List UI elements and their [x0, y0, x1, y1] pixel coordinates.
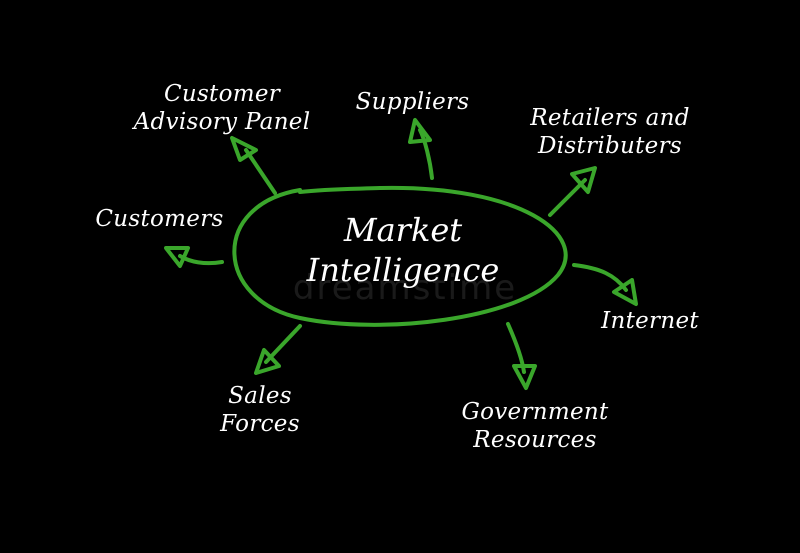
node-suppliers: Suppliers [340, 88, 485, 116]
center-ellipse [232, 185, 568, 327]
node-sales-forces-line2: Forces [220, 411, 300, 437]
arrow-customer-advisory-panel [230, 136, 277, 195]
node-customers-line1: Customers [95, 206, 224, 232]
center-title-line1: Market [343, 211, 463, 249]
node-government-resources-line2: Resources [473, 427, 597, 453]
node-internet: Internet [585, 307, 715, 335]
watermark: dreamstime [292, 268, 518, 308]
node-sales-forces-line1: Sales [228, 383, 292, 409]
node-retailers-line2: Distributers [538, 133, 682, 159]
node-government-resources: Government Resources [440, 398, 630, 454]
arrow-suppliers [408, 118, 434, 180]
center-title-line2: Intelligence [306, 251, 500, 289]
arrow-sales-forces [254, 324, 302, 375]
node-customer-advisory-panel-line1: Customer [163, 81, 281, 107]
node-retailers-line1: Retailers and [530, 105, 690, 131]
node-government-resources-line1: Government [461, 399, 609, 425]
center-ellipse-overlap [298, 186, 382, 194]
node-customer-advisory-panel-line2: Advisory Panel [133, 109, 311, 135]
node-customer-advisory-panel: Customer Advisory Panel [112, 80, 332, 136]
arrow-government-resources [506, 322, 537, 390]
arrow-retailers [548, 166, 597, 217]
node-sales-forces: Sales Forces [205, 382, 315, 438]
center-title: Market Intelligence [253, 210, 553, 290]
arrow-internet [572, 263, 638, 306]
arrow-customers [164, 246, 224, 268]
node-customers: Customers [82, 205, 237, 233]
node-retailers-and-distributers: Retailers and Distributers [505, 104, 715, 160]
node-internet-line1: Internet [601, 308, 699, 334]
node-suppliers-line1: Suppliers [355, 89, 470, 115]
